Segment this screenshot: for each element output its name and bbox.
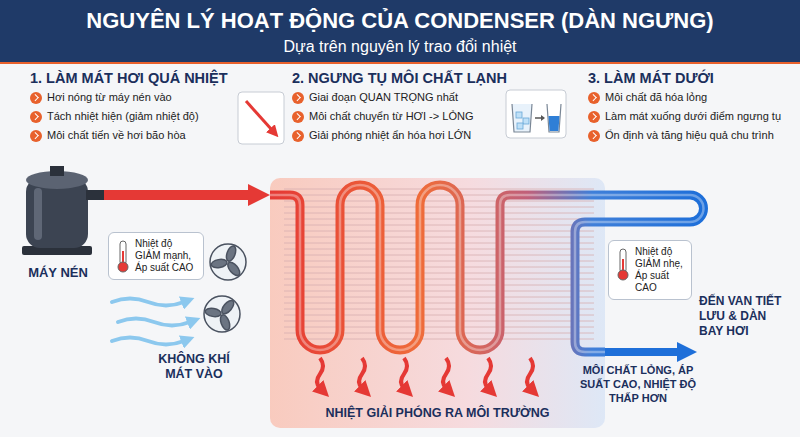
node-text: NHIỆT GIẢI PHÓNG RA MÔI TRƯỜNG [325, 406, 549, 420]
bullet-item: Giải phóng nhiệt ẩn hóa hơi LỚN [292, 129, 507, 143]
destination: ĐẾN VAN TIẾT LƯU & DÀN BAY HƠI [697, 292, 795, 364]
section-column: 1. LÀM MÁT HƠI QUÁ NHIỆT Hơi nóng từ máy … [30, 70, 285, 142]
section-heading: 3. LÀM MÁT DƯỚI [588, 70, 788, 86]
node-text: ĐẾN VAN TIẾT LƯU & DÀN BAY HƠI [699, 294, 793, 339]
bullet-item: Ổn định và tăng hiệu quả chu trình [588, 129, 788, 143]
condenser-band [270, 178, 605, 428]
air-arrows [112, 299, 190, 345]
heat-arrows [317, 358, 533, 388]
flow-arrow [104, 190, 248, 200]
condenser: NHIỆT GIẢI PHÓNG RA MÔI TRƯỜNG [270, 178, 605, 428]
node-text: Nhiệt độ GIẢM nhẹ, Áp suất CAO [635, 246, 687, 294]
thermometer-icon [115, 239, 131, 273]
section-heading: 1. LÀM MÁT HƠI QUÁ NHIỆT [30, 70, 285, 86]
coil-shine [270, 185, 704, 352]
subtitle: Dựa trên nguyên lý trao đổi nhiệt [0, 38, 800, 56]
thermometer-icon [615, 247, 631, 281]
bullet-item: Môi chất tiến về hơi bão hòa [30, 129, 247, 143]
flow-label: MÔI CHẤT LỎNG, ÁP SUẤT CAO, NHIỆT ĐỘ THẤ… [573, 364, 703, 405]
condenser-fins [284, 186, 594, 342]
bullet-item: Tách nhiệt hiện (giảm nhiệt độ) [30, 110, 247, 124]
flow-arrow [605, 348, 677, 356]
bullet-item: Môi chất đã hóa lỏng [588, 91, 788, 105]
condenser-coil [270, 185, 704, 352]
thermometer-note: Nhiệt độ GIẢM nhẹ, Áp suất CAO [608, 240, 692, 300]
bullet-item: Giai đoạn QUAN TRỌNG nhất [292, 91, 507, 105]
bullet-item: Môi chất chuyển từ HƠI -> LỎNG [292, 110, 507, 124]
compressor-icon [22, 166, 104, 255]
thermometer-note: Nhiệt độ GIẢM mạnh, Áp suất CAO [108, 232, 204, 280]
bullet-item: Hơi nóng từ máy nén vào [30, 91, 247, 105]
bullet-item: Làm mát xuống dưới điểm ngưng tụ [588, 110, 788, 124]
title-rule [0, 62, 800, 64]
section-column: 3. LÀM MÁT DƯỚI Môi chất đã hóa lỏngLàm m… [588, 70, 788, 142]
air-label: KHÔNG KHÍ MÁT VÀO [146, 352, 242, 382]
section-column: 2. NGƯNG TỤ MÔI CHẤT LẠNH Giai đoạn QUAN … [292, 70, 507, 142]
fan-icons [204, 244, 246, 332]
compressor: MÁY NÉN [12, 165, 104, 280]
node-text: MÁY NÉN [28, 265, 88, 280]
node-text: Nhiệt độ GIẢM mạnh, Áp suất CAO [135, 238, 199, 274]
temperature-drop-icon [238, 92, 284, 144]
title-band [0, 0, 800, 64]
section-heading: 2. NGƯNG TỤ MÔI CHẤT LẠNH [292, 70, 507, 86]
diagram-title: NGUYÊN LÝ HOẠT ĐỘNG CỦA CONDENSER (DÀN N… [0, 8, 800, 34]
ice-to-water-icon [506, 90, 566, 138]
